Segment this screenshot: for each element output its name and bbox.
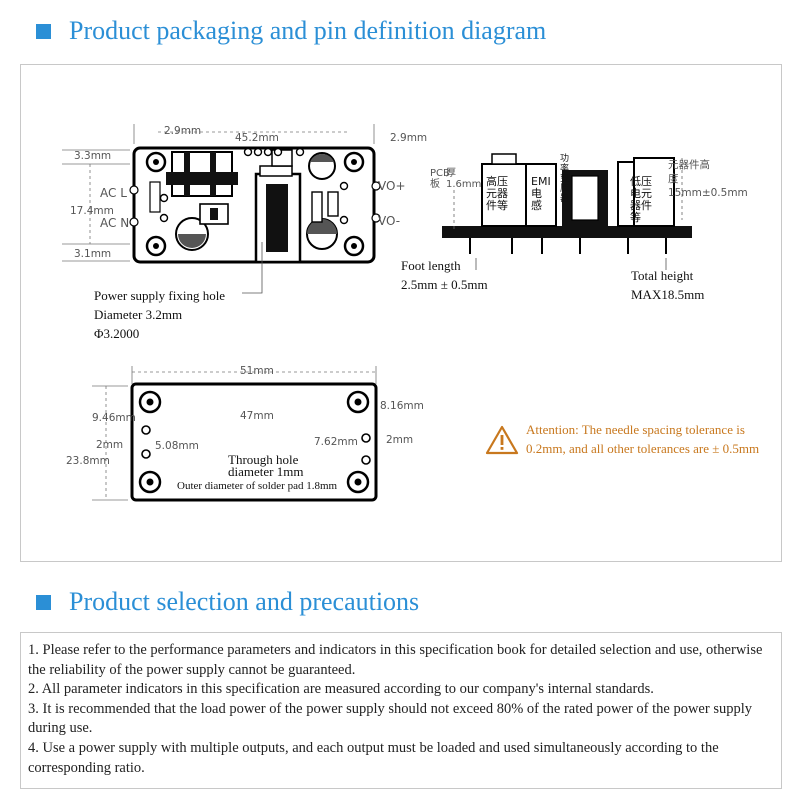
pin-vo-plus: VO+: [378, 179, 406, 193]
dim-left-top: 9.46mm: [92, 412, 136, 424]
section-heading-packaging: Product packaging and pin definition dia…: [36, 16, 546, 46]
section-title: Product selection and precautions: [69, 587, 420, 616]
section-title: Product packaging and pin definition dia…: [69, 16, 547, 45]
total-height-value: MAX18.5mm: [631, 287, 705, 302]
dim-right-margin: 2.9mm: [390, 132, 428, 144]
section-heading-precautions: Product selection and precautions: [36, 587, 419, 617]
diagram-frame: [20, 64, 782, 562]
note-item: 1. Please refer to the performance param…: [28, 642, 763, 678]
dim-total-height: 23.8mm: [66, 455, 110, 467]
high-voltage-components: 高压元器件等: [486, 175, 508, 212]
heading-square-icon: [36, 23, 51, 39]
dim-right-small: 2mm: [386, 434, 414, 446]
bottom-view-drawing: [92, 366, 378, 502]
fixing-hole-diameter: Diameter 3.2mm: [94, 307, 183, 322]
low-voltage-components: 低压电元器件等: [630, 175, 652, 224]
component-height: 元器件高度15mm±0.5mm: [668, 159, 748, 199]
note-item: 4. Use a power supply with multiple outp…: [28, 739, 719, 776]
fixing-hole-leader: [242, 242, 263, 294]
note-item: 3. It is recommended that the load power…: [28, 700, 752, 737]
dim-left-margin: 2.9mm: [164, 125, 202, 137]
pin-vo-minus: VO-: [378, 214, 401, 228]
dim-left-small: 2mm: [96, 439, 124, 451]
side-view-drawing: [442, 153, 692, 270]
dim-total-width: 51mm: [240, 365, 274, 377]
pin-ac-n: AC N: [100, 216, 130, 230]
total-height-title: Total height: [631, 268, 694, 283]
pcb-thickness: 厚1.6mm: [446, 168, 482, 190]
heading-square-icon: [36, 594, 51, 610]
through-hole-diameter: diameter 1mm: [228, 464, 304, 479]
warning-icon: [485, 425, 519, 455]
notes-frame: [20, 632, 782, 789]
dim-pin-pitch-left: 5.08mm: [155, 440, 199, 452]
pcb-label: PCB板: [430, 168, 450, 190]
top-view-drawing: [62, 124, 381, 264]
pin-ac-l: AC L: [100, 186, 127, 200]
attention-text: Attention: The needle spacing tolerance …: [526, 422, 760, 456]
fixing-hole-phi: Φ3.2000: [94, 326, 140, 341]
power-transformer: 功率变压器: [560, 154, 570, 204]
fixing-hole-title: Power supply fixing hole: [94, 288, 226, 303]
dim-pin-pitch-right: 7.62mm: [314, 436, 358, 448]
emi-inductor: EMI电感: [531, 175, 551, 212]
through-hole-label: Through hole: [228, 452, 299, 467]
foot-length-value: 2.5mm ± 0.5mm: [401, 277, 488, 292]
dim-board-width: 45.2mm: [235, 132, 279, 144]
note-item: 2. All parameter indicators in this spec…: [28, 681, 654, 698]
precautions-list: 1. Please refer to the performance param…: [28, 641, 778, 778]
dim-board-height: 17.4mm: [70, 205, 114, 217]
dim-top-hole: 3.3mm: [74, 150, 112, 162]
dim-bottom-hole: 3.1mm: [74, 248, 112, 260]
pad-diameter-label: Outer diameter of solder pad 1.8mm: [177, 480, 338, 492]
dim-right-top: 8.16mm: [380, 400, 424, 412]
foot-length-title: Foot length: [401, 258, 461, 273]
dim-hole-span: 47mm: [240, 410, 274, 422]
